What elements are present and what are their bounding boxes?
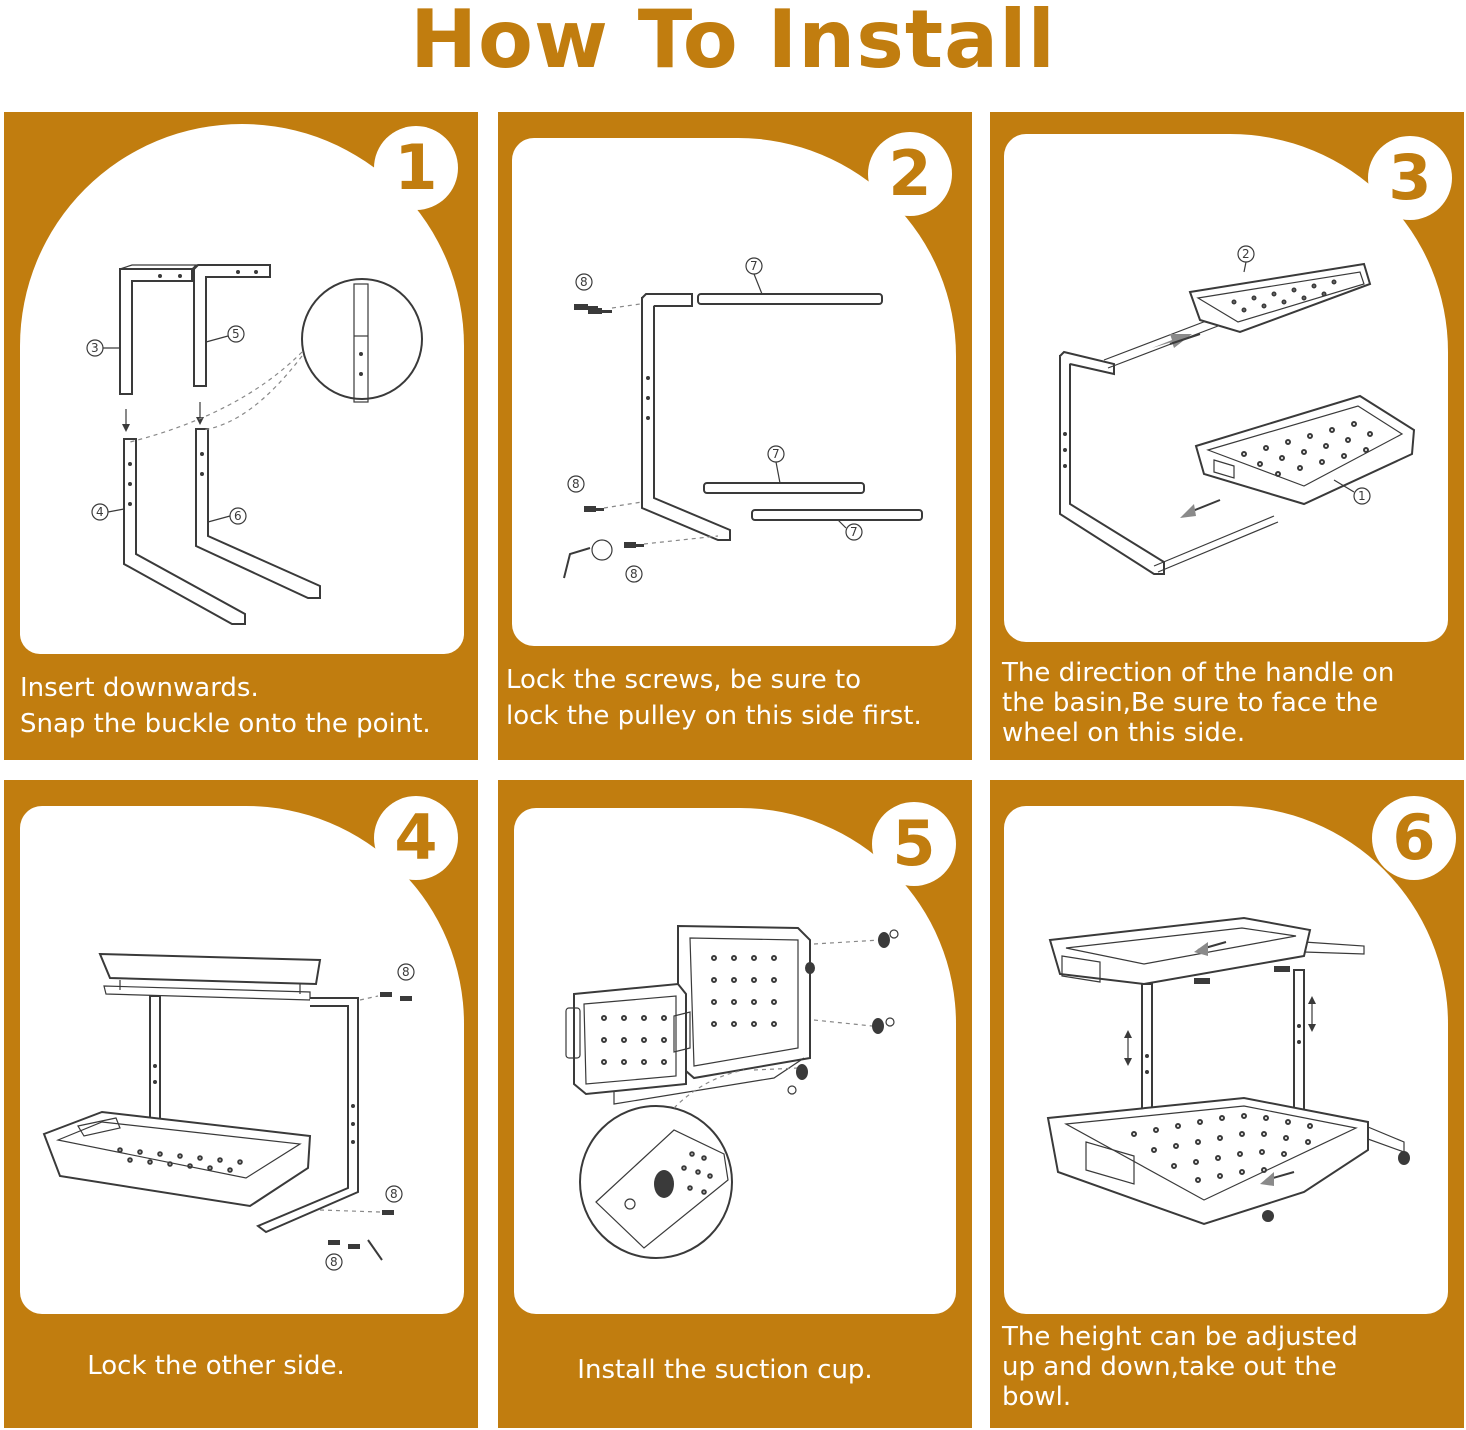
step-caption: Install the suction cup. bbox=[498, 1354, 952, 1386]
illustration-frame bbox=[514, 808, 956, 1314]
caption-line: The height can be adjusted bbox=[1002, 1322, 1358, 1352]
step-caption: The direction of the handle on the basin… bbox=[1002, 658, 1460, 748]
part-label: 7 bbox=[772, 447, 780, 461]
step-number-badge: 1 bbox=[374, 126, 458, 210]
illustration-frame: 2 1 bbox=[1004, 134, 1448, 642]
step-1-illustration: 3 5 4 6 bbox=[86, 264, 423, 625]
page-title: How To Install bbox=[410, 0, 1056, 86]
step-caption: Insert downwards. Snap the buckle onto t… bbox=[20, 672, 470, 740]
step-caption: Lock the other side. bbox=[4, 1350, 428, 1382]
illustration-frame: 3 5 4 6 bbox=[20, 124, 464, 654]
caption-line: wheel on this side. bbox=[1002, 718, 1246, 748]
part-label: 8 bbox=[330, 1255, 338, 1269]
step-card-1: 3 5 4 6 1 Insert downward bbox=[4, 112, 478, 760]
part-label: 8 bbox=[580, 275, 588, 289]
step-card-2: 7 7 7 8 8 8 2 Lock the screws, be sure t… bbox=[498, 112, 972, 760]
caption-line: Lock the screws, be sure to bbox=[506, 665, 862, 695]
illustration-frame: 7 7 7 8 8 8 bbox=[512, 138, 956, 646]
part-label: 1 bbox=[1358, 489, 1366, 503]
step-2-illustration: 7 7 7 8 8 8 bbox=[563, 257, 923, 583]
step-number-badge: 6 bbox=[1372, 796, 1456, 880]
step-card-4: 8 8 8 4 Lock the other side. bbox=[4, 780, 478, 1428]
step-caption: The height can be adjusted up and down,t… bbox=[1002, 1322, 1460, 1412]
part-label: 8 bbox=[402, 965, 410, 979]
step-card-5: 5 Install the suction cup. bbox=[498, 780, 972, 1428]
step-number-badge: 4 bbox=[374, 796, 458, 880]
caption-line: the basin,Be sure to face the bbox=[1002, 688, 1379, 718]
step-caption: Lock the screws, be sure to lock the pul… bbox=[506, 664, 968, 732]
caption-line: Install the suction cup. bbox=[577, 1355, 873, 1385]
caption-line: bowl. bbox=[1002, 1382, 1072, 1412]
part-label: 6 bbox=[234, 509, 242, 523]
part-label: 8 bbox=[572, 477, 580, 491]
caption-line: lock the pulley on this side first. bbox=[506, 701, 922, 731]
caption-line: Snap the buckle onto the point. bbox=[20, 709, 431, 739]
caption-line: Insert downwards. bbox=[20, 673, 259, 703]
illustration-frame: 8 8 8 bbox=[20, 806, 464, 1314]
part-label: 5 bbox=[232, 327, 240, 341]
step-number-badge: 2 bbox=[868, 132, 952, 216]
part-label: 8 bbox=[630, 567, 638, 581]
illustration-frame bbox=[1004, 806, 1448, 1314]
part-label: 2 bbox=[1242, 247, 1250, 261]
step-card-3: 2 1 3 The direction of the handle on the… bbox=[990, 112, 1464, 760]
part-label: 7 bbox=[750, 259, 758, 273]
caption-line: Lock the other side. bbox=[87, 1351, 345, 1381]
step-6-illustration bbox=[1046, 916, 1410, 1226]
part-label: 4 bbox=[96, 505, 104, 519]
step-card-6: 6 The height can be adjusted up and down… bbox=[990, 780, 1464, 1428]
caption-line: up and down,take out the bbox=[1002, 1352, 1337, 1382]
step-5-illustration bbox=[565, 924, 899, 1259]
part-label: 8 bbox=[390, 1187, 398, 1201]
part-label: 3 bbox=[91, 341, 99, 355]
step-number-badge: 5 bbox=[872, 802, 956, 886]
step-4-illustration: 8 8 8 bbox=[42, 952, 415, 1271]
part-label: 7 bbox=[850, 525, 858, 539]
step-3-illustration: 2 1 bbox=[1059, 245, 1416, 575]
caption-line: The direction of the handle on bbox=[1002, 658, 1395, 688]
step-number-badge: 3 bbox=[1368, 136, 1452, 220]
